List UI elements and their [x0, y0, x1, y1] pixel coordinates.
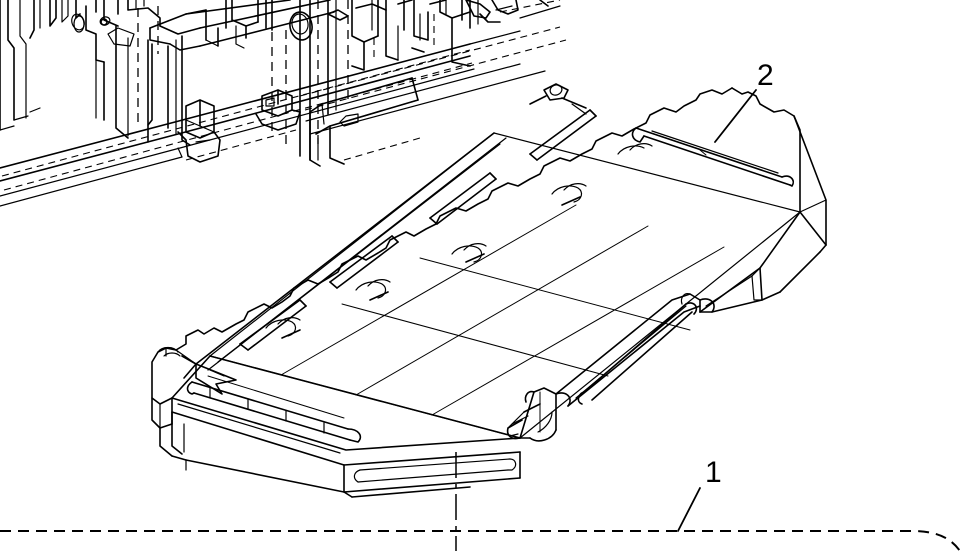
callout-2-label: 2 [757, 59, 774, 92]
tray-left-rail-slot [186, 375, 362, 443]
frame-right-foot [255, 89, 301, 131]
tray-front-right-rail [555, 267, 763, 407]
frame-main-face [71, 0, 335, 121]
machine-outline-boundary [0, 530, 961, 551]
frame-clip-details [327, 0, 513, 23]
callout-2-leader [714, 89, 757, 143]
callout-1-leader [677, 487, 701, 532]
frame-lower-rail [0, 43, 475, 207]
tray-front-rail [171, 355, 521, 466]
frame-right-wall [289, 0, 479, 67]
frame-guide-plate [351, 0, 435, 71]
reference-lines [0, 452, 961, 551]
tray-rear-ridge [631, 127, 795, 187]
frame-rail-extension [185, 26, 567, 161]
tray-front-bottom-corner [159, 411, 353, 498]
tray-left-guide-arrow [181, 355, 237, 395]
frame-lower-panel [309, 77, 421, 165]
tray-front-latch [506, 387, 571, 442]
tray-right-rail-groove [577, 302, 698, 405]
frame-left-panel [0, 0, 81, 131]
callout-1-label: 1 [705, 456, 722, 489]
frame-lower-boss [177, 99, 221, 163]
printer-frame-assembly [0, 0, 587, 207]
tray-rear-rail [175, 87, 743, 371]
frame-detached-brackets [491, 0, 587, 115]
tray-left-corner-block [151, 346, 181, 429]
paper-feed-tray [151, 87, 827, 498]
callout-group: 2 1 [677, 59, 774, 532]
tray-front-skirt [343, 451, 521, 498]
tray-right-end-block [731, 87, 827, 301]
